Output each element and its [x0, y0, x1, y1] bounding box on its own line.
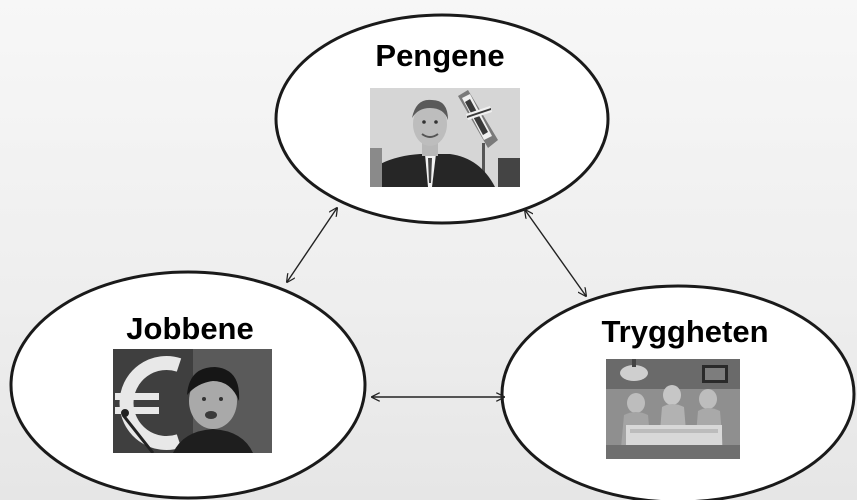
smiling-man-with-norwegian-flag-photo [370, 88, 520, 187]
arrow-top-left [287, 208, 337, 282]
node-label-top: Pengene [375, 38, 505, 73]
surgical-team-operating-room-photo [606, 359, 740, 459]
node-label-left: Jobbene [126, 311, 254, 346]
node-label-right: Tryggheten [601, 314, 769, 349]
woman-speaking-euro-sign-photo [113, 349, 272, 453]
arrow-top-right [525, 210, 586, 296]
